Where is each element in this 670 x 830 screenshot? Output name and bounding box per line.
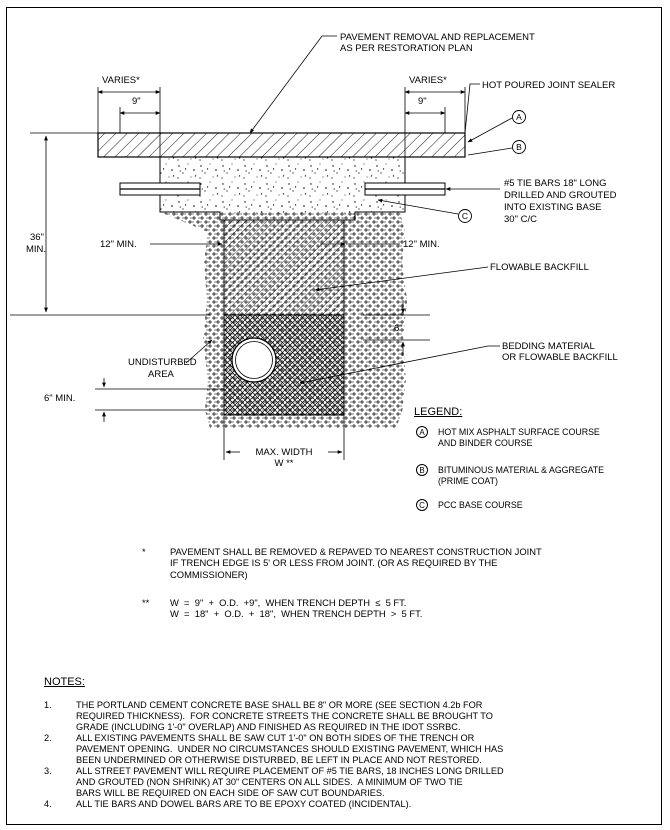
note-number: 3. bbox=[44, 766, 52, 776]
footnote-text-1: PAVEMENT SHALL BE REMOVED & REPAVED TO N… bbox=[170, 546, 542, 580]
footnote-text-2: W = 9" + O.D. +9", WHEN TRENCH DEPTH ≤ 5… bbox=[170, 597, 423, 620]
max-width-line-2: W ** bbox=[275, 458, 294, 469]
callout-a-letter: A bbox=[516, 112, 522, 122]
notes-title: NOTES: bbox=[44, 676, 85, 688]
depth-36-label: 36" bbox=[30, 232, 44, 243]
note-number: 1. bbox=[44, 700, 52, 710]
twelve-min-right-label: 12" MIN. bbox=[403, 239, 440, 250]
flowable-backfill-zone bbox=[223, 219, 345, 316]
six-min-label: 6" MIN. bbox=[44, 393, 75, 404]
legend-marker-b: B bbox=[416, 464, 428, 476]
tie-bars-line-2: DRILLED AND GROUTED bbox=[504, 190, 617, 201]
legend-title: LEGEND: bbox=[414, 406, 463, 418]
tie-bars-line-4: 30" C/C bbox=[504, 214, 537, 225]
note-number: 4. bbox=[44, 799, 52, 809]
undisturbed-line-2: AREA bbox=[148, 369, 175, 380]
note-text: ALL EXISTING PAVEMENTS SHALL BE SAW CUT … bbox=[76, 733, 504, 765]
nine-inch-left-label: 9" bbox=[132, 96, 141, 107]
legend-marker-c: C bbox=[416, 499, 428, 511]
twelve-min-left-label: 12" MIN. bbox=[100, 239, 137, 250]
footnote-mark-1: * bbox=[142, 546, 146, 557]
six-inch-label: 6" bbox=[394, 323, 403, 334]
callout-c-marker bbox=[458, 209, 472, 223]
note-text: ALL TIE BARS AND DOWEL BARS ARE TO BE EP… bbox=[76, 799, 412, 809]
tie-bars-line-3: INTO EXISTING BASE bbox=[504, 202, 602, 213]
pavement-removal-line-2: AS PER RESTORATION PLAN bbox=[340, 43, 473, 54]
depth-min-label: MIN. bbox=[26, 244, 46, 255]
legend-marker-a: A bbox=[416, 426, 428, 438]
legend-text-a: HOT MIX ASPHALT SURFACE COURSE AND BINDE… bbox=[438, 427, 600, 448]
callout-b-marker bbox=[512, 140, 526, 154]
note-text: THE PORTLAND CEMENT CONCRETE BASE SHALL … bbox=[76, 700, 493, 732]
callout-b-letter: B bbox=[516, 142, 522, 152]
callout-a-marker bbox=[512, 110, 526, 124]
bedding-line-1: BEDDING MATERIAL bbox=[502, 341, 595, 352]
note-number: 2. bbox=[44, 733, 52, 743]
tie-bars-line-1: #5 TIE BARS 18" LONG bbox=[504, 178, 606, 189]
nine-inch-right-label: 9" bbox=[418, 96, 427, 107]
pavement-removal-line-1: PAVEMENT REMOVAL AND REPLACEMENT bbox=[340, 32, 535, 43]
undisturbed-line-1: UNDISTURBED bbox=[128, 357, 197, 368]
varies-left-label: VARIES* bbox=[102, 75, 140, 86]
note-text: ALL STREET PAVEMENT WILL REQUIRE PLACEME… bbox=[76, 766, 504, 798]
asphalt-surface-layer bbox=[97, 132, 466, 158]
pcc-base-course bbox=[159, 156, 406, 221]
drawing-border bbox=[6, 7, 662, 825]
legend-text-c: PCC BASE COURSE bbox=[438, 500, 523, 510]
callout-c-letter: C bbox=[462, 211, 468, 221]
flowable-backfill-label: FLOWABLE BACKFILL bbox=[490, 262, 589, 273]
max-width-line-1: MAX. WIDTH bbox=[256, 447, 313, 458]
legend-text-b: BITUMINOUS MATERIAL & AGGREGATE (PRIME C… bbox=[438, 465, 605, 486]
hot-poured-joint-sealer-label: HOT POURED JOINT SEALER bbox=[482, 80, 615, 91]
bedding-line-2: OR FLOWABLE BACKFILL bbox=[502, 352, 618, 363]
varies-right-label: VARIES* bbox=[409, 75, 447, 86]
footnote-mark-2: ** bbox=[142, 597, 150, 608]
